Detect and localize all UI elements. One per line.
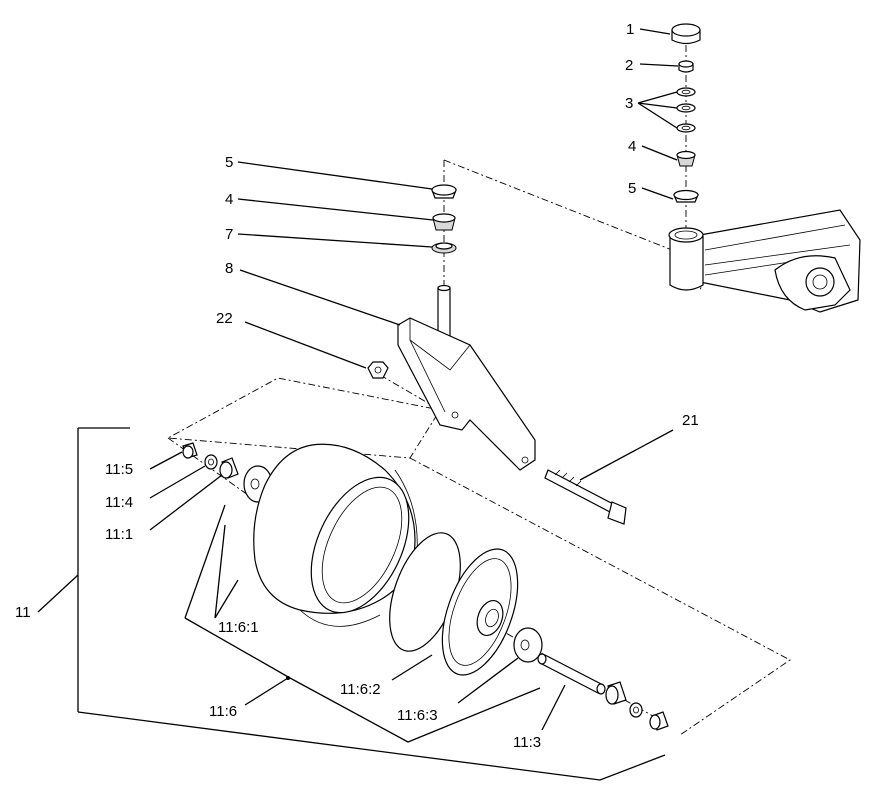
leader-lines bbox=[37, 28, 679, 781]
rim bbox=[389, 532, 519, 676]
caster-fork bbox=[397, 284, 536, 471]
tapered-bearing bbox=[432, 213, 456, 231]
callout-21: 21 bbox=[682, 412, 699, 429]
spacer-tube bbox=[537, 653, 606, 695]
caster-mount-bracket bbox=[699, 209, 861, 313]
bearing-right bbox=[513, 627, 543, 663]
callout-11-3: 11:3 bbox=[513, 734, 541, 751]
dust-cap bbox=[671, 23, 701, 45]
tapered-bearing-upper bbox=[676, 150, 696, 167]
nut bbox=[678, 60, 694, 73]
callout-labels: 1 2 3 4 5 5 4 7 8 22 21 11:5 11:4 11:1 1… bbox=[15, 21, 699, 751]
callout-11-1: 11:1 bbox=[105, 526, 133, 543]
callout-5: 5 bbox=[225, 154, 233, 171]
callout-11: 11 bbox=[15, 604, 31, 621]
washers bbox=[676, 87, 696, 133]
callout-5-upper: 5 bbox=[628, 180, 636, 197]
lock-nut bbox=[367, 361, 389, 379]
callout-4: 4 bbox=[225, 191, 233, 208]
bearing-cup bbox=[431, 184, 457, 199]
bearing-cup-upper bbox=[673, 189, 699, 203]
callout-11-6-2: 11:6:2 bbox=[340, 681, 381, 698]
spacer-11-5 bbox=[182, 442, 198, 459]
seal bbox=[431, 242, 457, 254]
callout-2: 2 bbox=[625, 57, 633, 74]
callout-11-4: 11:4 bbox=[105, 494, 133, 511]
callout-7: 7 bbox=[225, 226, 233, 243]
callout-11-5: 11:5 bbox=[105, 461, 133, 478]
callout-1: 1 bbox=[626, 21, 634, 38]
mount-tube bbox=[668, 227, 704, 291]
axle-bolt bbox=[544, 469, 627, 525]
callout-11-6: 11:6 bbox=[209, 703, 237, 720]
spacer-right bbox=[649, 711, 669, 731]
callout-4-upper: 4 bbox=[628, 138, 636, 155]
callout-3: 3 bbox=[625, 95, 633, 112]
callout-22: 22 bbox=[216, 310, 233, 327]
washer-11-4 bbox=[204, 454, 218, 470]
callout-11-6-1: 11:6:1 bbox=[218, 619, 259, 636]
tire bbox=[253, 443, 418, 627]
washer-right bbox=[629, 702, 643, 718]
callout-8: 8 bbox=[225, 260, 233, 277]
callout-11-6-3: 11:6:3 bbox=[397, 707, 438, 724]
bushing-right bbox=[605, 681, 627, 705]
bushing-11-1 bbox=[219, 457, 239, 479]
